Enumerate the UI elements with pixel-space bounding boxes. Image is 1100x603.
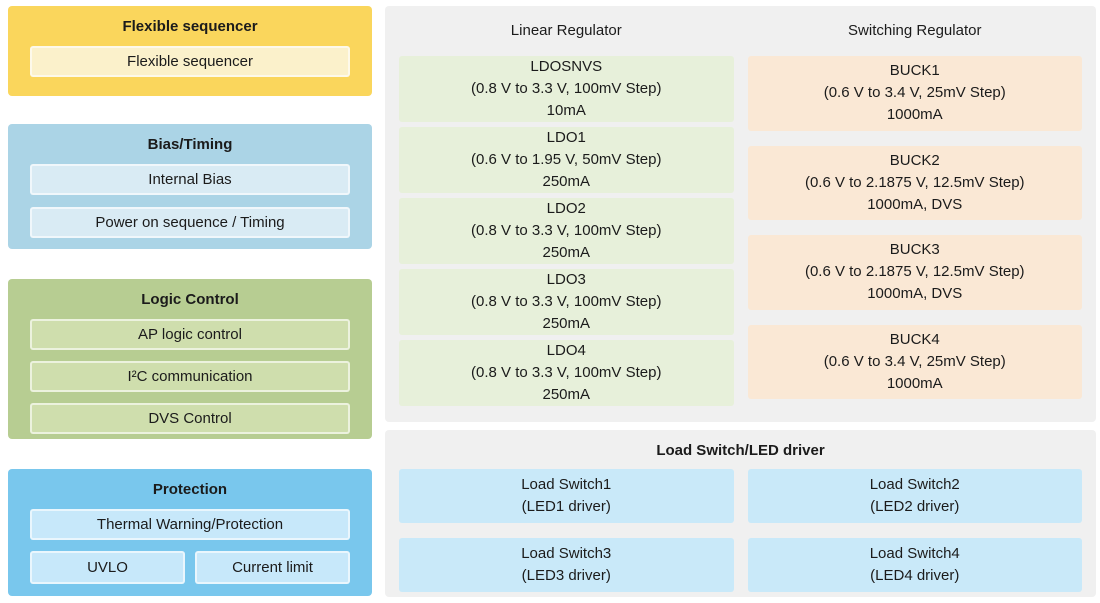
regulator-range: (0.6 V to 3.4 V, 25mV Step) [823, 84, 1006, 102]
load-switch-title: Load Switch/LED driver [656, 442, 825, 459]
linear-regulator-column: Linear Regulator LDOSNVS (0.8 V to 3.3 V… [399, 14, 734, 414]
regulator-current: 1000mA, DVS [867, 195, 963, 213]
regulator-range: (0.8 V to 3.3 V, 100mV Step) [471, 292, 662, 310]
dvs-control-item: DVS Control [30, 403, 350, 434]
switching-regulator-title: Switching Regulator [848, 22, 982, 39]
load-switch-name: Load Switch2 [869, 475, 960, 493]
regulator-name: BUCK2 [889, 151, 940, 169]
load-switch-name: Load Switch4 [869, 544, 960, 562]
regulator-range: (0.6 V to 2.1875 V, 12.5mV Step) [804, 263, 1025, 281]
regulator-name: BUCK4 [889, 330, 940, 348]
bias-timing-block: Bias/Timing Internal Bias Power on seque… [8, 124, 372, 249]
regulator-name: LDO4 [546, 341, 586, 359]
ldo2-box: LDO2 (0.8 V to 3.3 V, 100mV Step) 250mA [399, 198, 734, 264]
protection-bottom-row: UVLO Current limit [30, 551, 350, 584]
regulator-name: LDOSNVS [530, 57, 603, 75]
regulator-current: 1000mA [886, 106, 943, 124]
flexible-sequencer-item: Flexible sequencer [30, 46, 350, 77]
protection-block: Protection Thermal Warning/Protection UV… [8, 469, 372, 596]
buck3-box: BUCK3 (0.6 V to 2.1875 V, 12.5mV Step) 1… [747, 235, 1082, 310]
load-switch-name: Load Switch1 [521, 475, 612, 493]
flexible-sequencer-title: Flexible sequencer [122, 18, 258, 35]
regulator-current: 250mA [542, 244, 591, 262]
logic-control-block: Logic Control AP logic control I²C commu… [8, 279, 372, 439]
load-switch1-box: Load Switch1 (LED1 driver) [399, 469, 734, 523]
thermal-warning-item: Thermal Warning/Protection [30, 509, 350, 540]
regulator-range: (0.8 V to 3.3 V, 100mV Step) [471, 221, 662, 239]
regulator-current: 10mA [546, 102, 586, 120]
load-switch4-box: Load Switch4 (LED4 driver) [747, 538, 1082, 592]
protection-title: Protection [152, 481, 228, 498]
load-switch2-box: Load Switch2 (LED2 driver) [747, 469, 1082, 523]
regulator-range: (0.6 V to 1.95 V, 50mV Step) [471, 150, 662, 168]
load-switch3-box: Load Switch3 (LED3 driver) [399, 538, 734, 592]
regulator-range: (0.8 V to 3.3 V, 100mV Step) [471, 79, 662, 97]
bias-timing-title: Bias/Timing [147, 136, 233, 153]
regulator-current: 250mA [542, 386, 591, 404]
regulator-name: LDO3 [546, 270, 586, 288]
power-on-sequence-item: Power on sequence / Timing [30, 207, 350, 238]
linear-regulator-title: Linear Regulator [510, 22, 622, 39]
ap-logic-control-item: AP logic control [30, 319, 350, 350]
regulators-panel: Linear Regulator LDOSNVS (0.8 V to 3.3 V… [385, 6, 1096, 422]
load-switch-name: Load Switch3 [521, 544, 612, 562]
regulator-name: BUCK3 [889, 241, 940, 259]
regulator-range: (0.6 V to 3.4 V, 25mV Step) [823, 352, 1006, 370]
load-switch-sub: (LED4 driver) [870, 567, 960, 584]
ldo3-box: LDO3 (0.8 V to 3.3 V, 100mV Step) 250mA [399, 269, 734, 335]
regulator-range: (0.8 V to 3.3 V, 100mV Step) [471, 363, 662, 381]
flexible-sequencer-block: Flexible sequencer Flexible sequencer [8, 6, 372, 96]
regulator-name: BUCK1 [889, 62, 940, 80]
buck4-box: BUCK4 (0.6 V to 3.4 V, 25mV Step) 1000mA [747, 324, 1082, 399]
regulator-current: 1000mA [886, 374, 943, 392]
internal-bias-item: Internal Bias [30, 164, 350, 195]
uvlo-item: UVLO [30, 551, 185, 584]
load-switch-sub: (LED1 driver) [521, 498, 611, 515]
switching-regulator-column: Switching Regulator BUCK1 (0.6 V to 3.4 … [747, 14, 1082, 414]
load-switch-sub: (LED2 driver) [870, 498, 960, 515]
i2c-communication-item: I²C communication [30, 361, 350, 392]
regulator-current: 1000mA, DVS [867, 285, 963, 303]
load-switch-panel: Load Switch/LED driver Load Switch1 (LED… [385, 430, 1096, 597]
load-switch-sub: (LED3 driver) [521, 567, 611, 584]
regulator-name: LDO2 [546, 199, 586, 217]
buck1-box: BUCK1 (0.6 V to 3.4 V, 25mV Step) 1000mA [747, 56, 1082, 131]
current-limit-item: Current limit [195, 551, 350, 584]
regulator-range: (0.6 V to 2.1875 V, 12.5mV Step) [804, 173, 1025, 191]
ldo1-box: LDO1 (0.6 V to 1.95 V, 50mV Step) 250mA [399, 127, 734, 193]
regulator-name: LDO1 [546, 128, 586, 146]
regulator-current: 250mA [542, 173, 591, 191]
load-switch-grid: Load Switch1 (LED1 driver) Load Switch2 … [399, 469, 1082, 592]
regulator-current: 250mA [542, 315, 591, 333]
ldo4-box: LDO4 (0.8 V to 3.3 V, 100mV Step) 250mA [399, 340, 734, 406]
buck2-box: BUCK2 (0.6 V to 2.1875 V, 12.5mV Step) 1… [747, 145, 1082, 220]
left-column: Flexible sequencer Flexible sequencer Bi… [8, 6, 372, 597]
ldosnvs-box: LDOSNVS (0.8 V to 3.3 V, 100mV Step) 10m… [399, 56, 734, 122]
logic-control-title: Logic Control [141, 291, 239, 308]
right-column: Linear Regulator LDOSNVS (0.8 V to 3.3 V… [385, 6, 1096, 597]
